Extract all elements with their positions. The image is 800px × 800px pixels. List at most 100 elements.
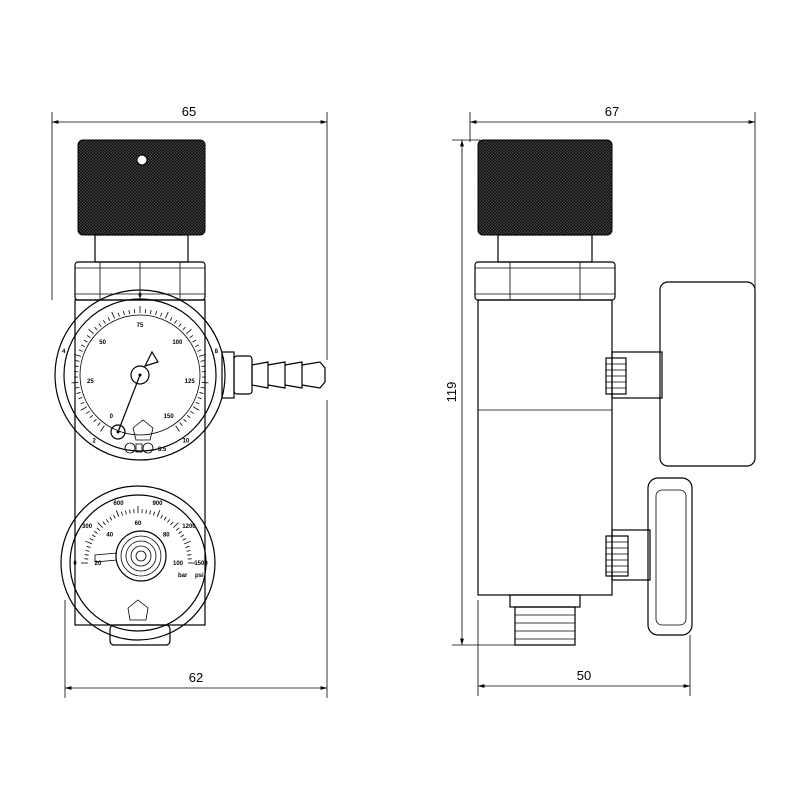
gauge-scale-label: 2	[92, 439, 96, 445]
tick-mark	[192, 339, 197, 343]
tick-mark	[111, 311, 115, 319]
tick-mark	[167, 519, 171, 523]
tick-mark	[71, 381, 79, 384]
dimension-67: 67	[605, 104, 619, 119]
tick-mark	[96, 527, 101, 531]
tick-mark	[178, 323, 182, 327]
tick-mark	[94, 326, 98, 331]
tick-mark	[109, 516, 113, 521]
tick-mark	[160, 312, 163, 317]
tick-mark	[186, 328, 192, 335]
tick-mark	[102, 521, 106, 526]
tick-mark	[93, 418, 97, 423]
tick-mark	[183, 418, 187, 423]
tick-mark	[200, 386, 205, 389]
tick-mark	[165, 311, 169, 319]
tick-mark	[80, 406, 87, 411]
tick-mark	[184, 540, 191, 545]
tick-mark	[170, 521, 174, 526]
unit-bar: bar	[178, 573, 188, 579]
gauge-scale-label: 25	[87, 379, 94, 385]
logo-icon	[127, 599, 149, 621]
tick-mark	[169, 317, 173, 321]
tick-mark	[89, 538, 94, 541]
tick-mark	[86, 410, 90, 414]
tick-mark	[197, 397, 202, 400]
tick-mark	[193, 406, 200, 411]
tick-mark	[179, 422, 183, 426]
tick-mark	[105, 519, 109, 523]
tick-mark	[199, 353, 206, 357]
gauge-scale-label: 80	[163, 533, 170, 539]
gauge-scale-label: 50	[99, 340, 106, 346]
tick-mark	[75, 386, 80, 389]
tick-mark	[113, 514, 116, 519]
tick-mark	[182, 326, 186, 331]
bottom-outlet	[109, 624, 171, 646]
tick-mark	[75, 360, 80, 362]
tick-mark	[153, 511, 156, 516]
side-view: 67 119 50	[444, 104, 756, 696]
gauge-scale-label: 0	[73, 561, 77, 567]
tick-mark	[186, 550, 191, 552]
tick-mark	[150, 309, 152, 314]
tick-mark	[86, 335, 91, 339]
gauge-scale-label: 60	[135, 521, 142, 527]
tick-mark	[190, 410, 194, 414]
tick-mark	[78, 397, 83, 400]
tick-mark	[94, 530, 98, 534]
tick-mark	[128, 309, 130, 314]
tick-mark	[189, 335, 194, 339]
gauge-scale-label: 100	[172, 340, 183, 346]
tick-mark	[97, 522, 103, 528]
tick-mark	[85, 550, 90, 552]
tick-mark	[199, 392, 204, 394]
gauge-side-profile	[659, 281, 756, 467]
tick-mark	[175, 425, 180, 432]
tick-mark	[117, 312, 120, 317]
gauge-scale-label: 150	[164, 414, 175, 420]
tick-mark	[123, 311, 125, 316]
tick-mark	[194, 344, 199, 348]
tick-mark	[76, 392, 81, 394]
tick-mark	[180, 534, 185, 538]
gauge-small-label: 8.5	[158, 447, 167, 453]
tick-mark	[100, 425, 105, 432]
tick-mark	[97, 422, 101, 426]
needle-tail	[143, 350, 159, 367]
dimension-50: 50	[577, 668, 591, 683]
dimension-119: 119	[444, 382, 459, 403]
tick-mark	[120, 511, 123, 516]
tick-mark	[74, 365, 79, 367]
tick-mark	[149, 510, 151, 515]
adjustment-knob-side	[477, 139, 613, 236]
gauge-scale-label: 0	[110, 414, 114, 420]
tick-mark	[80, 401, 85, 405]
gauge-needle	[117, 374, 141, 433]
tick-mark	[78, 349, 83, 352]
collar	[94, 234, 189, 263]
tick-mark	[115, 510, 120, 517]
gauge-scale-label: 1500	[194, 561, 208, 567]
gauge-scale-label: 125	[185, 379, 196, 385]
bourdon-tube	[94, 552, 118, 563]
gauge-scale-label: 900	[152, 501, 163, 507]
tick-mark	[102, 319, 106, 324]
tick-mark	[163, 516, 167, 521]
hose-barb	[221, 351, 326, 399]
tick-mark	[197, 349, 202, 352]
tick-mark	[201, 365, 206, 367]
tick-mark	[195, 401, 200, 405]
tick-mark	[89, 414, 94, 419]
tick-mark	[156, 510, 161, 517]
dimension-65: 65	[182, 104, 196, 119]
dimension-62: 62	[189, 670, 203, 685]
tick-mark	[174, 319, 178, 324]
gauge-scale-label: 300	[82, 524, 93, 530]
gauge-scale-label: 10	[183, 439, 190, 445]
tick-mark	[74, 353, 81, 357]
lower-gauge-side-profile	[647, 477, 693, 636]
